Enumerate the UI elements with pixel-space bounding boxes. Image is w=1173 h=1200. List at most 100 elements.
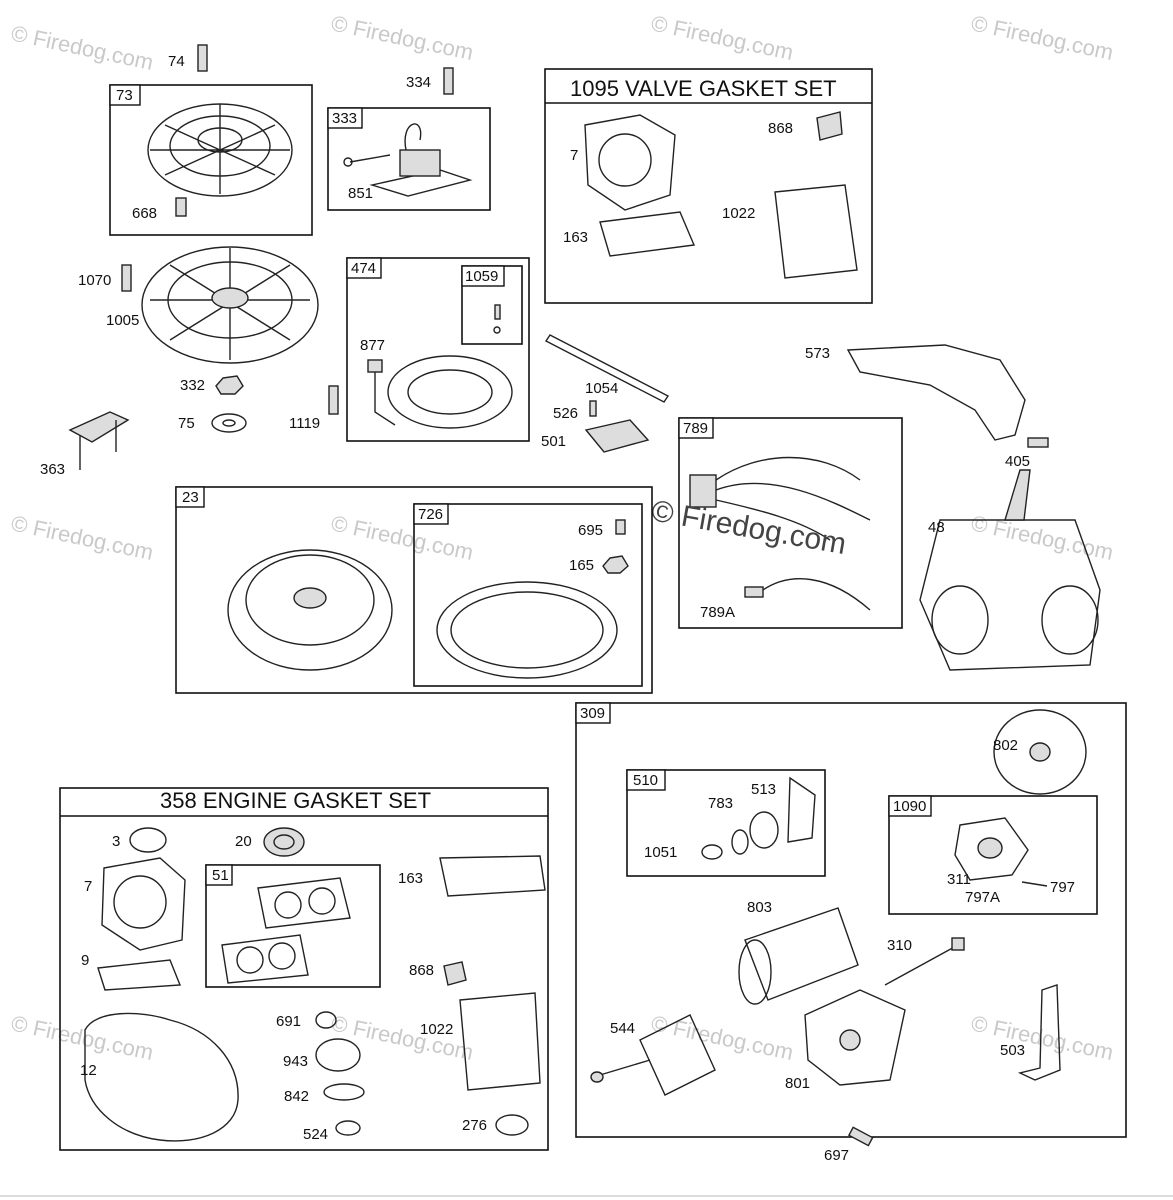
rocker-gasket <box>774 184 858 279</box>
watermark: © Firedog.com <box>969 510 1116 565</box>
washer-icon <box>211 413 247 433</box>
through-bolt <box>884 944 959 986</box>
box-tag: 726 <box>418 506 443 523</box>
callout: 1005 <box>106 312 139 329</box>
alternator-stator <box>387 355 513 429</box>
starter-housing <box>744 907 859 1001</box>
callout: 789A <box>700 604 735 621</box>
box-tag: 73 <box>116 87 133 104</box>
shroud-plate <box>846 344 1026 441</box>
watermark: © Firedog.com <box>649 1010 796 1065</box>
callout: 877 <box>360 337 385 354</box>
callout: 526 <box>553 405 578 422</box>
callout: 1070 <box>78 272 111 289</box>
callout: 165 <box>569 557 594 574</box>
callout: 7 <box>84 878 92 895</box>
callout: 334 <box>406 74 431 91</box>
group-309: 309 802 510 513 783 1051 1090 311 797A 7… <box>575 702 1127 1138</box>
group-789: 789 789A <box>678 417 903 629</box>
callout: 363 <box>40 461 65 478</box>
bolt-icon <box>1027 437 1049 448</box>
watermark-layer: © Firedog.com © Firedog.com © Firedog.co… <box>9 10 1116 1065</box>
watermark: © Firedog.com <box>969 10 1116 65</box>
callout: 1022 <box>722 205 755 222</box>
nut-icon <box>215 375 244 395</box>
callout: 802 <box>993 737 1018 754</box>
watermark: © Firedog.com <box>9 20 156 75</box>
callout: 405 <box>1005 453 1030 470</box>
callout: 163 <box>563 229 588 246</box>
valve-seal <box>816 111 843 141</box>
callout: 75 <box>178 415 195 432</box>
callout: 842 <box>284 1088 309 1105</box>
valve-seal <box>443 961 467 986</box>
bracket-503 <box>1017 984 1061 1081</box>
callout: 12 <box>80 1062 97 1079</box>
head-gasket <box>101 857 186 951</box>
kit-title: 1095 VALVE GASKET SET <box>570 76 837 101</box>
callout: 310 <box>887 937 912 954</box>
callout: 668 <box>132 205 157 222</box>
end-cap <box>993 709 1087 795</box>
watermark: © Firedog.com <box>969 1010 1116 1065</box>
callout: 163 <box>398 870 423 887</box>
box-tag: 51 <box>212 867 229 884</box>
group-333: 333 851 <box>327 107 491 211</box>
oil-seal <box>263 827 305 857</box>
rectifier <box>584 419 650 453</box>
callout: 513 <box>751 781 776 798</box>
washer-icon <box>335 1120 361 1136</box>
kit-title: 358 ENGINE GASKET SET <box>160 788 431 813</box>
bolt-icon <box>197 44 208 72</box>
flywheel-fan <box>141 246 319 364</box>
box-tag: 1059 <box>465 268 498 285</box>
valve-gasket-set: 1095 VALVE GASKET SET 7 868 163 1022 <box>544 68 873 304</box>
wire-harness <box>715 456 871 541</box>
callout: 868 <box>409 962 434 979</box>
drive-pinion <box>787 776 816 843</box>
callout: 868 <box>768 120 793 137</box>
group-23: 23 726 695 165 <box>175 486 653 694</box>
end-plate <box>804 989 906 1086</box>
nut-icon <box>602 555 629 574</box>
brush-holder <box>954 817 1029 881</box>
cable-tie <box>544 334 670 403</box>
callout: 48 <box>928 519 945 536</box>
box-tag: 789 <box>683 420 708 437</box>
box-tag: 309 <box>580 705 605 722</box>
callout: 1022 <box>420 1021 453 1038</box>
bracket-363 <box>68 411 130 443</box>
callout: 691 <box>276 1013 301 1030</box>
callout: 524 <box>303 1126 328 1143</box>
engine-gasket-set: 358 ENGINE GASKET SET 3 20 7 51 163 9 86… <box>59 787 549 1151</box>
watermark: © Firedog.com <box>329 10 476 65</box>
callout: 695 <box>578 522 603 539</box>
intake-gasket <box>257 877 351 929</box>
callout: 797 <box>1050 879 1075 896</box>
callout: 573 <box>805 345 830 362</box>
bolt-icon <box>175 197 187 217</box>
callout: 1119 <box>289 415 320 432</box>
callout: 311 <box>947 871 971 888</box>
callout: 1051 <box>644 844 677 861</box>
callout: 276 <box>462 1117 487 1134</box>
ring-gear <box>436 581 618 679</box>
callout: 1054 <box>585 380 618 397</box>
callout: 74 <box>168 53 185 70</box>
callout: 851 <box>348 185 373 202</box>
watermark: © Firedog.com <box>9 510 156 565</box>
callout: 503 <box>1000 1042 1025 1059</box>
box-tag: 23 <box>182 489 199 506</box>
watermark: © Firedog.com <box>329 510 476 565</box>
watermark: © Firedog.com <box>329 1010 476 1065</box>
bolt-icon <box>443 67 454 95</box>
callout: 797A <box>965 889 1000 906</box>
flywheel <box>227 549 393 671</box>
o-ring <box>315 1038 361 1072</box>
screw-icon <box>615 519 626 535</box>
seal-icon <box>129 827 167 853</box>
callout: 332 <box>180 377 205 394</box>
callout: 3 <box>112 833 120 850</box>
callout: 544 <box>610 1020 635 1037</box>
